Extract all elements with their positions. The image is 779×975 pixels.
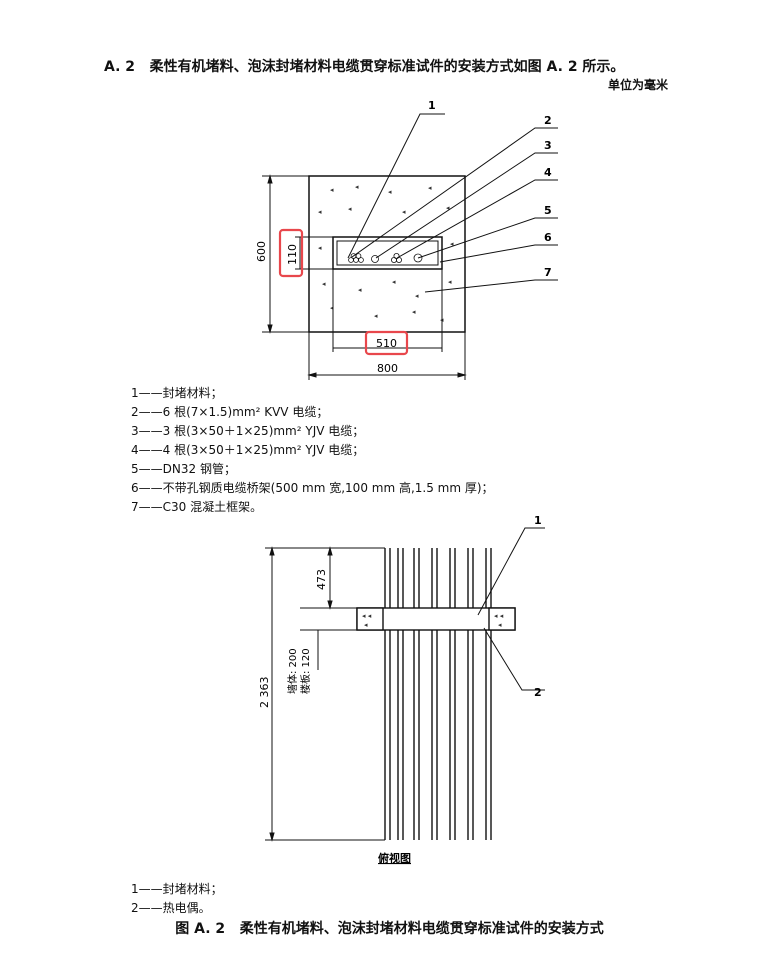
svg-text:◂: ◂ bbox=[446, 204, 450, 212]
svg-text:◂: ◂ bbox=[322, 280, 326, 288]
svg-text:◂ ◂: ◂ ◂ bbox=[362, 612, 372, 620]
callout-7: 7 bbox=[544, 266, 552, 279]
dim-width: 800 bbox=[377, 362, 398, 375]
figure-caption: 图 A. 2 柔性有机堵料、泡沫封堵材料电缆贯穿标准试件的安装方式 bbox=[0, 918, 779, 938]
legend2-item-1: 1——封堵材料； bbox=[131, 882, 223, 896]
svg-text:◂: ◂ bbox=[392, 278, 396, 286]
tray-lines bbox=[384, 548, 492, 840]
callout-5: 5 bbox=[544, 204, 552, 217]
caption-text: 柔性有机堵料、泡沫封堵材料电缆贯穿标准试件的安装方式 bbox=[239, 921, 604, 937]
legend-item-5: 5——DN32 钢管； bbox=[131, 462, 236, 476]
dim-height: 600 bbox=[255, 241, 268, 262]
unit-note: 单位为毫米 bbox=[607, 78, 668, 92]
svg-text:◂: ◂ bbox=[330, 304, 334, 312]
dim-total: 2 363 bbox=[258, 677, 271, 709]
cables bbox=[348, 252, 423, 263]
dim-wall: 墙体: 200 bbox=[286, 648, 299, 694]
svg-text:◂: ◂ bbox=[318, 208, 322, 216]
svg-text:◂: ◂ bbox=[428, 184, 432, 192]
svg-text:◂: ◂ bbox=[448, 278, 452, 286]
svg-text:◂: ◂ bbox=[348, 205, 352, 213]
svg-text:◂: ◂ bbox=[402, 208, 406, 216]
legend-item-6: 6——不带孔钢质电缆桥架(500 mm 宽,100 mm 高,1.5 mm 厚)… bbox=[131, 481, 494, 495]
concrete-speckles: ◂◂◂◂ ◂◂◂◂ ◂◂ ◂◂◂◂◂ ◂◂◂◂ bbox=[318, 183, 454, 324]
svg-text:◂: ◂ bbox=[412, 308, 416, 316]
section-number: A. 2 bbox=[104, 59, 136, 75]
view-label: 俯视图 bbox=[378, 851, 411, 865]
callout-3: 3 bbox=[544, 139, 552, 152]
callout-4: 4 bbox=[544, 166, 552, 179]
caption-label: 图 A. 2 bbox=[175, 921, 226, 937]
legend-item-2: 2——6 根(7×1.5)mm² KVV 电缆； bbox=[131, 405, 329, 419]
legend-item-1: 1——封堵材料； bbox=[131, 386, 223, 400]
svg-text:◂: ◂ bbox=[415, 292, 419, 300]
dim-top: 473 bbox=[315, 569, 328, 590]
legend-item-4: 4——4 根(3×50＋1×25)mm² YJV 电缆； bbox=[131, 443, 365, 457]
highlight-tray-width bbox=[364, 330, 409, 356]
dim-tray-width: 510 bbox=[376, 337, 397, 350]
legend-item-3: 3——3 根(3×50＋1×25)mm² YJV 电缆； bbox=[131, 424, 365, 438]
svg-text:◂: ◂ bbox=[318, 244, 322, 252]
figure-front-view: ◂◂◂◂ ◂◂◂◂ ◂◂ ◂◂◂◂◂ ◂◂◂◂ 1 2 3 4 5 6 7 bbox=[255, 99, 558, 380]
highlight-tray-height bbox=[278, 228, 304, 278]
callout-1: 1 bbox=[428, 99, 436, 112]
svg-text:◂: ◂ bbox=[330, 186, 334, 194]
svg-text:◂: ◂ bbox=[358, 286, 362, 294]
svg-text:◂: ◂ bbox=[498, 621, 502, 629]
dim-floor: 楼板: 120 bbox=[299, 648, 312, 694]
svg-text:◂: ◂ bbox=[355, 183, 359, 191]
callout-2: 2 bbox=[544, 114, 552, 127]
section-heading: A. 2 柔性有机堵料、泡沫封堵材料电缆贯穿标准试件的安装方式如图 A. 2 所… bbox=[104, 56, 624, 76]
legend2-item-2: 2——热电偶。 bbox=[131, 901, 211, 915]
callout-top-1: 1 bbox=[534, 514, 542, 527]
svg-text:◂: ◂ bbox=[374, 312, 378, 320]
dim-tray-height: 110 bbox=[286, 244, 299, 265]
svg-text:◂: ◂ bbox=[388, 188, 392, 196]
section-text: 柔性有机堵料、泡沫封堵材料电缆贯穿标准试件的安装方式如图 A. 2 所示。 bbox=[149, 59, 625, 75]
leader-lines bbox=[347, 113, 558, 293]
svg-text:◂ ◂: ◂ ◂ bbox=[494, 612, 504, 620]
legend-item-7: 7——C30 混凝土框架。 bbox=[131, 500, 263, 514]
svg-text:◂: ◂ bbox=[450, 240, 454, 248]
callout-top-2: 2 bbox=[534, 686, 542, 699]
figure-top-view: ◂ ◂◂ ◂ ◂◂ 2 363 473 墙体: 200 楼板: 120 1 2 … bbox=[258, 514, 545, 865]
svg-text:◂: ◂ bbox=[364, 621, 368, 629]
callout-6: 6 bbox=[544, 231, 552, 244]
